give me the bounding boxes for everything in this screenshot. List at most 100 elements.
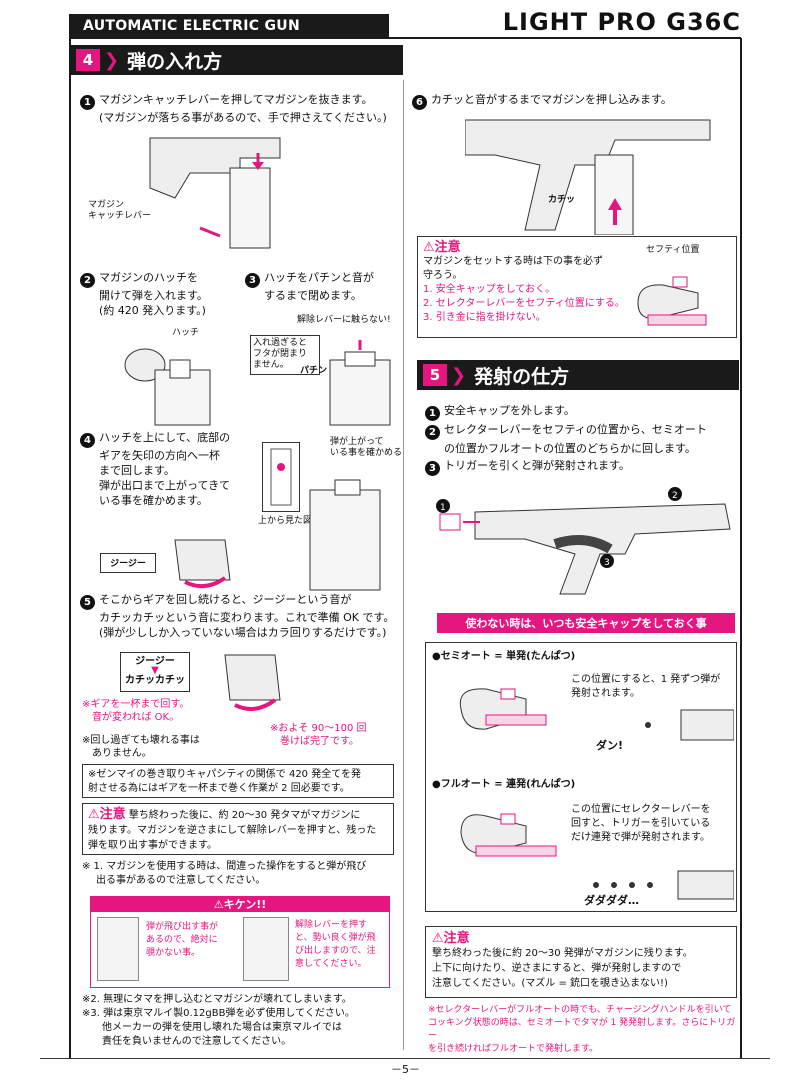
desc-line: この位置にセレクターレバーを — [571, 804, 711, 815]
step-number: 3 — [245, 273, 260, 288]
caution-item: 1. 安全キャップをしておく。 — [423, 284, 556, 295]
note-magazine: ※ 1. マガジンを使用する時は、間違った操作をすると弾が飛び 出る事があるので… — [82, 860, 400, 888]
note-line: ※2. 無理にタマを押し込むとマガジンが壊れてしまいます。 — [82, 994, 352, 1005]
danger-line: び出しますので、注 — [295, 946, 376, 956]
semi-sound: ダン! — [596, 739, 624, 752]
magazine-illustration — [305, 475, 390, 595]
overfill-callout: 入れ過ぎると フタが閉まり ません。 — [250, 335, 320, 375]
s5-step2-line1: セレクターレバーをセフティの位置から、セミオート — [444, 423, 707, 436]
caution-heading: ⚠注意 — [423, 240, 461, 255]
danger-line: あるので、絶対に — [146, 935, 218, 945]
top-view-label: 上から見た図 — [258, 516, 313, 526]
safety-cap-reminder: 使わない時は、いつも安全キャップをしておく事 — [437, 613, 735, 633]
caution-item: 2. セレクターレバーをセフティ位置にする。 — [423, 298, 625, 309]
note-line: 音が変われば OK。 — [92, 712, 180, 723]
hatch-close-illustration — [325, 340, 400, 430]
s5-step3-text: トリガーを引くと弾が発射されます。 — [444, 459, 630, 472]
caution-box-firing: ⚠注意 撃ち終わった後に約 20～30 発弾がマガジンに残ります。 上下に向けた… — [425, 926, 737, 998]
full-auto-desc: この位置にセレクターレバーを 回すと、トリガーを引いている だけ連発で弾が発射さ… — [571, 803, 711, 845]
caution-line: 守ろう。 — [423, 270, 463, 281]
bullet-check-callout: 弾が上がって いる事を確かめる — [330, 437, 403, 458]
caution-line: 撃ち終わった後に約 20～30 発弾がマガジンに残ります。 — [432, 948, 693, 959]
svg-text:3: 3 — [604, 558, 610, 568]
s5-note-overwind: ※回し過ぎても壊れる事は ありません。 — [82, 734, 200, 760]
s4-step3-line1: ハッチをパチンと音が — [264, 271, 374, 284]
selector-semi-illustration — [446, 669, 556, 744]
sound2: カチッカチッ — [125, 675, 185, 686]
note-line: 巻けば完了です。 — [280, 736, 359, 747]
selector-safety-illustration — [628, 263, 728, 333]
insert-magazine-illustration — [465, 110, 715, 235]
note-line: 他メーカーの弾を使用し壊れた場合は東京マルイでは — [102, 1022, 342, 1033]
caution-line: 残ります。マガジンを逆さまにして解除レバーを押すと、残った — [88, 825, 377, 836]
section5-number: 5 — [423, 364, 447, 386]
note-line: 出る事があるので注意してください。 — [96, 875, 266, 886]
step-number: 1 — [425, 406, 440, 421]
note-line: ※3. 弾は東京マルイ製0.12gBB弾を必ず使用してください。 — [82, 1008, 355, 1019]
note-line: 責任を負いませんので注意してください。 — [102, 1036, 292, 1047]
jiji-sound-box: ジージー — [100, 553, 156, 573]
magazine-release-illustration — [130, 128, 290, 258]
release-lever-warning: 解除レバーに触らない! — [297, 315, 391, 325]
danger-line: と、勢い良く弾が飛 — [295, 933, 376, 943]
gear-wind-illustration — [165, 530, 245, 590]
header-rule — [69, 37, 741, 39]
note-line: ※ 1. マガジンを使用する時は、間違った操作をすると弾が飛び — [82, 861, 367, 872]
footnote-line: を引き続ければフルオートで発射します。 — [428, 1044, 599, 1054]
firing-illustration: 1 2 3 — [435, 484, 735, 604]
danger-line: 弾が飛び出す事が — [146, 922, 219, 932]
footnote-line: ※セレクターレバーがフルオートの時でも、チャージングハンドルを引いて — [428, 1005, 732, 1015]
step-number: 2 — [425, 425, 440, 440]
chevron-right-icon: ❯ — [451, 364, 467, 386]
note-line: ※およそ 90～100 回 — [270, 723, 367, 734]
danger-line: 意してください。 — [295, 959, 367, 969]
column-divider — [403, 80, 404, 1050]
release-lever-illustration — [243, 917, 289, 981]
sound-change-box: ジージー ▼ カチッカチッ — [120, 652, 190, 692]
s4-step4-line4: 弾が出口まで上がってきて — [99, 479, 231, 492]
hatch-label: ハッチ — [172, 328, 200, 338]
svg-text:1: 1 — [440, 503, 446, 513]
gear-turn-illustration — [215, 650, 295, 715]
s4-step4-line5: いる事を確かめます。 — [99, 494, 208, 507]
s5-note-count: ※およそ 90～100 回 巻けば完了です。 — [270, 722, 367, 748]
danger-box: ⚠キケン!! 弾が飛び出す事が あるので、絶対に 覗かない事。 解除レバーを押す… — [90, 896, 390, 988]
note-line: ※ギアを一杯まで回す。 — [82, 699, 190, 710]
step-number: 1 — [80, 95, 95, 110]
safety-position-label: セフティ位置 — [646, 245, 700, 255]
section5-header: 5 ❯ 発射の仕方 — [417, 360, 739, 390]
note-line: ※回し過ぎても壊れる事は — [82, 735, 200, 746]
selector-footnote: ※セレクターレバーがフルオートの時でも、チャージングハンドルを引いて コッキング… — [428, 1004, 740, 1056]
desc-line: 発射されます。 — [571, 688, 640, 699]
s4-step5-line1: そこからギアを回し続けると、ジージーという音が — [99, 593, 352, 606]
danger-line: 覗かない事。 — [146, 948, 201, 958]
arrow-down-icon: ▼ — [151, 665, 159, 676]
fire-mode-box: ●セミオート = 単発(たんぱつ) この位置にすると、1 発ずつ弾が 発射されま… — [425, 642, 737, 912]
s4-step5-line3: (弾が少ししか入っていない場合はカラ回りするだけです。) — [99, 626, 387, 639]
danger-left-text: 弾が飛び出す事が あるので、絶対に 覗かない事。 — [146, 921, 218, 960]
note-line: 射させる為にはギアを一杯まで巻く作業が 2 回必要です。 — [88, 783, 350, 794]
desc-line: だけ連発で弾が発射されます。 — [571, 832, 710, 843]
semi-auto-desc: この位置にすると、1 発ずつ弾が 発射されます。 — [571, 673, 720, 701]
note-line: ありません。 — [92, 748, 152, 759]
desc-line: 回すと、トリガーを引いている — [571, 818, 711, 829]
caution-line: 注意してください。(マズル = 銃口を覗き込まない!) — [432, 978, 668, 989]
header-right-title: LIGHT PRO G36C — [502, 8, 741, 36]
left-frame-line — [69, 38, 71, 1058]
selector-full-illustration — [446, 798, 561, 873]
step-number: 2 — [80, 273, 95, 288]
caution-right-text: ⚠注意 マガジンをセットする時は下の事を必ず 守ろう。 1. 安全キャップをして… — [423, 241, 625, 325]
caution-line: 上下に向けたり、逆さまにすると、弾が発射しますので — [432, 963, 682, 974]
header-left-title: AUTOMATIC ELECTRIC GUN — [69, 14, 389, 38]
step-number: 4 — [80, 433, 95, 448]
hatch-open-illustration — [115, 330, 225, 430]
caution-box-right: ⚠注意 マガジンをセットする時は下の事を必ず 守ろう。 1. 安全キャップをして… — [417, 236, 737, 338]
section5-title: 発射の仕方 — [474, 365, 570, 388]
footnote-line: コッキング状態の時は、セミオートでタマが 1 発発射します。さらにトリガー — [428, 1018, 736, 1041]
section4-number: 4 — [76, 49, 100, 71]
full-sound: ダダダダ… — [584, 894, 639, 907]
